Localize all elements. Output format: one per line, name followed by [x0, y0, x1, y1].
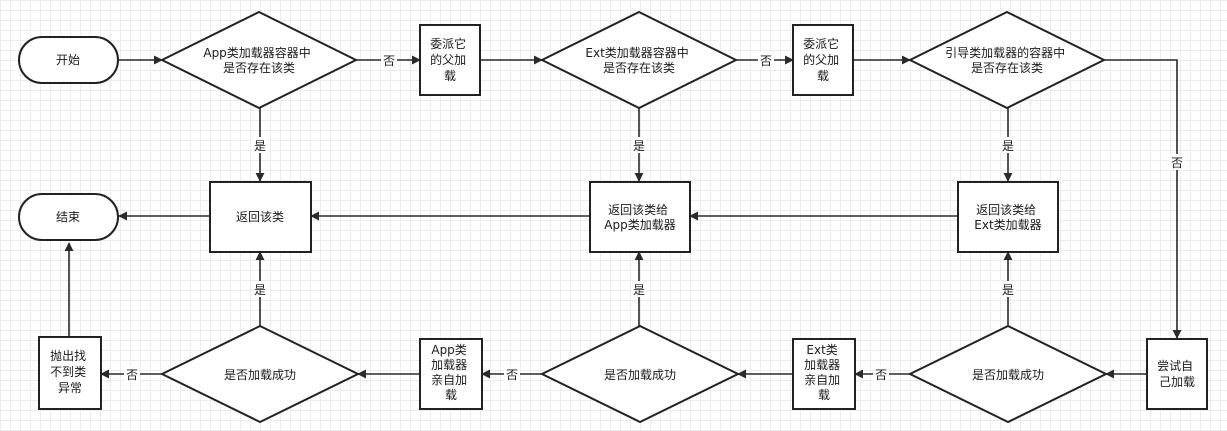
label-no-boot-check: 否 [1171, 156, 1183, 170]
label-yes-ext-check: 是 [633, 139, 645, 153]
ext-self-load-box [792, 338, 856, 410]
try-self-load-text: 尝试自 己加载 [1157, 358, 1197, 389]
ext-check-text: Ext类加载器容器中 是否存在该类 [585, 45, 692, 75]
label-no-ext-ok: 否 [506, 368, 518, 382]
delegate-parent-box-1 [419, 24, 481, 96]
edge-labels: 否 否 否 是 是 是 是 是 是 否 否 否 [124, 52, 1185, 382]
app-check-text: App类加载器容器中 是否存在该类 [203, 45, 314, 75]
label-yes-boot-ok: 是 [1002, 283, 1014, 297]
label-yes-app-ok: 是 [254, 283, 266, 297]
return-class-text: 返回该类 [236, 210, 284, 224]
delegate-parent-box-2 [792, 24, 854, 96]
ext-load-success-decision [539, 324, 741, 424]
app-load-success-text: 是否加载成功 [224, 368, 296, 382]
app-self-load-text: App类 加载器 亲自加 载 [431, 343, 471, 402]
ext-check-decision [539, 10, 739, 110]
end-label: 结束 [56, 210, 80, 224]
edge-boot-check-try-load [1104, 59, 1182, 339]
label-no-app-ok: 否 [126, 368, 138, 382]
boot-check-decision [907, 10, 1107, 110]
label-yes-boot-check: 是 [1002, 139, 1014, 153]
label-no-ext-check: 否 [760, 54, 772, 68]
label-no-boot-ok: 否 [875, 368, 887, 382]
delegate-parent-text-1: 委派它 的父加 载 [430, 36, 470, 83]
delegate-parent-text-2: 委派它 的父加 载 [803, 36, 843, 83]
return-to-app-box [589, 181, 691, 253]
boot-load-success-decision [907, 324, 1109, 424]
return-to-app-text: 返回该类给 App类加载器 [604, 203, 675, 232]
nodes: 开始 结束 App类加载器容器中 是否存在该类 Ext类加载器容器中 是否存在该… [18, 10, 1208, 424]
throw-not-found-box [38, 336, 102, 410]
try-self-load-box [1146, 338, 1208, 410]
return-class-box [209, 181, 312, 253]
app-self-load-box [419, 338, 483, 410]
boot-load-success-text: 是否加载成功 [972, 368, 1044, 382]
ext-self-load-text: Ext类 加载器 亲自加 载 [804, 343, 844, 402]
ext-load-success-text: 是否加载成功 [604, 368, 676, 382]
start-label: 开始 [56, 53, 80, 67]
boot-check-text: 引导类加载器的容器中 是否存在该类 [945, 45, 1069, 75]
label-yes-app-check: 是 [254, 139, 266, 153]
start-terminator [18, 36, 119, 84]
app-load-success-decision [159, 324, 361, 424]
return-to-ext-text: 返回该类给 Ext类加载器 [974, 203, 1041, 232]
app-check-decision [159, 10, 359, 110]
throw-not-found-text: 抛出找 不到类 异常 [50, 348, 90, 395]
return-to-ext-box [957, 181, 1059, 253]
end-terminator [18, 193, 119, 241]
label-yes-ext-ok: 是 [633, 283, 645, 297]
label-no-app-check: 否 [383, 54, 395, 68]
